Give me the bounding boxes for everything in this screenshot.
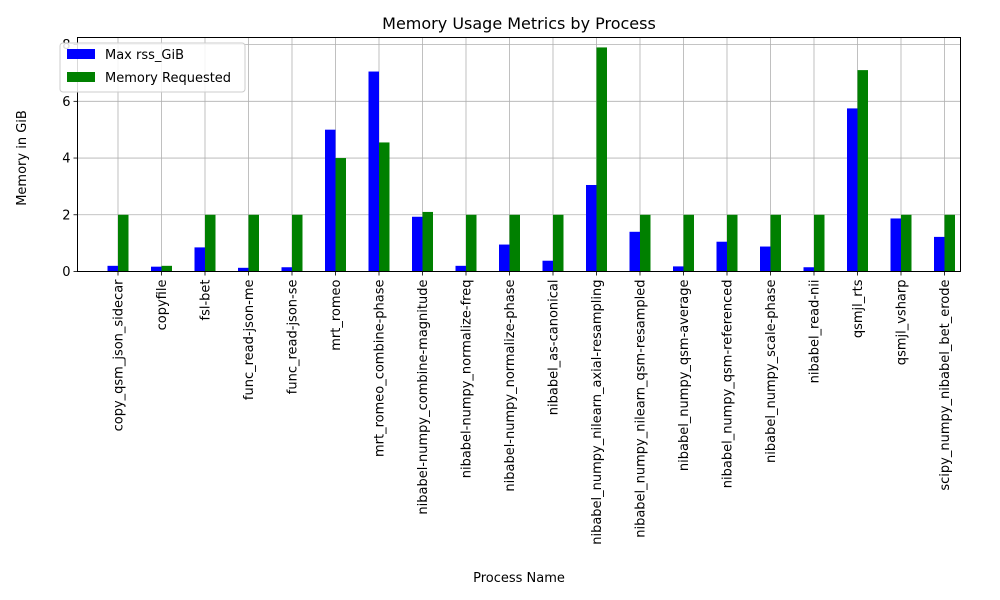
y-tick-label: 2 [62,208,70,223]
bar-max-rss [760,246,771,272]
x-tick-label: nibabel_numpy_qsm-average [677,280,692,472]
bar-memory-requested [292,214,303,272]
x-tick-label: nibabel-numpy_normalize-phase [503,280,518,492]
bar-memory-requested [466,214,477,272]
bar-memory-requested [727,214,738,272]
legend-box [59,42,246,93]
bar-max-rss [368,71,379,272]
bar-memory-requested [944,214,955,272]
bar-max-rss [542,260,553,272]
bar-memory-requested [205,214,216,272]
bar-memory-requested [857,70,868,272]
x-tick-label: nibabel_numpy_nilearn_axial-resampling [590,280,605,545]
x-tick-label: copyfile [155,280,170,331]
ticks: 02468copy_qsm_json_sidecarcopyfilefsl-be… [62,38,953,545]
bar-memory-requested [379,142,390,272]
bar-max-rss [499,244,510,272]
bar-memory-requested [814,214,825,272]
x-tick-label: mrt_romeo_combine-phase [373,280,388,458]
bar-max-rss [673,266,684,272]
x-tick-label: scipy_numpy_nibabel_bet_erode [938,280,953,491]
x-tick-label: qsmjl_rts [851,279,866,338]
bar-max-rss [934,236,945,272]
x-tick-label: nibabel_numpy_nilearn_qsm-resampled [634,280,649,538]
x-tick-label: nibabel-numpy_normalize-freq [460,280,475,479]
bar-max-rss [107,265,118,272]
bar-max-rss [151,266,162,272]
bar-memory-requested [683,214,694,272]
x-tick-label: mrt_romeo [329,279,344,350]
x-tick-label: nibabel_numpy_qsm-referenced [721,280,736,489]
bars [107,47,955,272]
legend-label-memory-requested: Memory Requested [105,71,231,86]
legend-swatch-max-rss [67,49,95,59]
bar-max-rss [586,184,597,272]
bar-max-rss [890,218,901,272]
bar-memory-requested [422,211,433,272]
chart-title: Memory Usage Metrics by Process [382,14,656,33]
y-tick-label: 6 [62,95,70,110]
bar-max-rss [238,267,249,272]
bar-max-rss [803,267,814,272]
x-tick-label: nibabel_numpy_scale-phase [764,280,779,463]
legend-label-max-rss: Max rss_GiB [105,48,184,63]
bar-memory-requested [901,214,912,272]
bar-memory-requested [509,214,520,272]
bar-max-rss [194,247,205,272]
legend: Max rss_GiB Memory Requested [59,42,246,93]
bar-max-rss [847,108,858,272]
x-axis-label: Process Name [473,571,565,586]
x-tick-label: qsmjl_vsharp [895,280,910,366]
x-tick-label: nibabel_read-nii [808,280,823,384]
bar-max-rss [629,231,640,272]
y-tick-label: 0 [62,265,70,280]
x-tick-label: func_read-json-se [286,280,301,395]
bar-max-rss [281,267,292,272]
bar-max-rss [455,265,466,272]
bar-memory-requested [770,214,781,272]
x-tick-label: copy_qsm_json_sidecar [112,279,127,432]
bar-memory-requested [640,214,651,272]
x-tick-label: fsl-bet [199,280,214,321]
bar-memory-requested [118,214,129,272]
bar-memory-requested [161,265,172,272]
x-tick-label: func_read-json-me [242,280,257,401]
bar-memory-requested [248,214,259,272]
y-tick-label: 4 [62,152,70,167]
bar-max-rss [716,241,727,272]
x-tick-label: nibabel-numpy_combine-magnitude [416,280,431,515]
bar-memory-requested [335,158,346,272]
legend-swatch-memory-requested [67,72,95,82]
y-axis-label: Memory in GiB [15,110,30,206]
bar-memory-requested [596,47,607,272]
x-tick-label: nibabel_as-canonical [547,280,562,416]
bar-memory-requested [553,214,564,272]
plot-frame [77,37,961,272]
bar-max-rss [412,216,423,272]
bar-max-rss [325,129,336,272]
